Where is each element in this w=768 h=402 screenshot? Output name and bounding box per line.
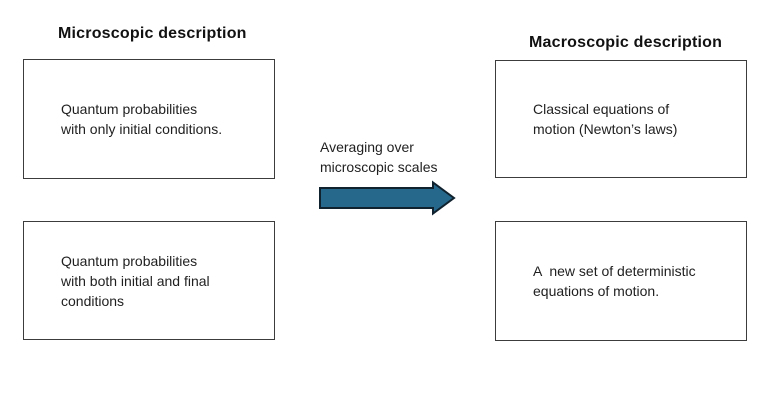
averaging-arrow-label: Averaging over microscopic scales xyxy=(320,139,438,175)
box-quantum-initial-conditions-text: Quantum probabilities with only initial … xyxy=(61,101,223,137)
box-quantum-initial-final-conditions: Quantum probabilities with both initial … xyxy=(23,221,275,340)
box-quantum-initial-final-conditions-text: Quantum probabilities with both initial … xyxy=(61,252,210,309)
microscopic-description-heading: Microscopic description xyxy=(58,25,247,42)
box-deterministic-equations: A new set of deterministic equations of … xyxy=(495,221,747,341)
box-quantum-initial-conditions: Quantum probabilities with only initial … xyxy=(23,59,275,179)
box-classical-equations: Classical equations of motion (Newton’s … xyxy=(495,60,747,178)
box-classical-equations-text: Classical equations of motion (Newton’s … xyxy=(533,101,678,137)
right-arrow-shape xyxy=(319,180,456,216)
macroscopic-description-heading: Macroscopic description xyxy=(529,34,723,51)
right-arrow-icon xyxy=(319,180,456,216)
box-deterministic-equations-text: A new set of deterministic equations of … xyxy=(533,263,696,299)
